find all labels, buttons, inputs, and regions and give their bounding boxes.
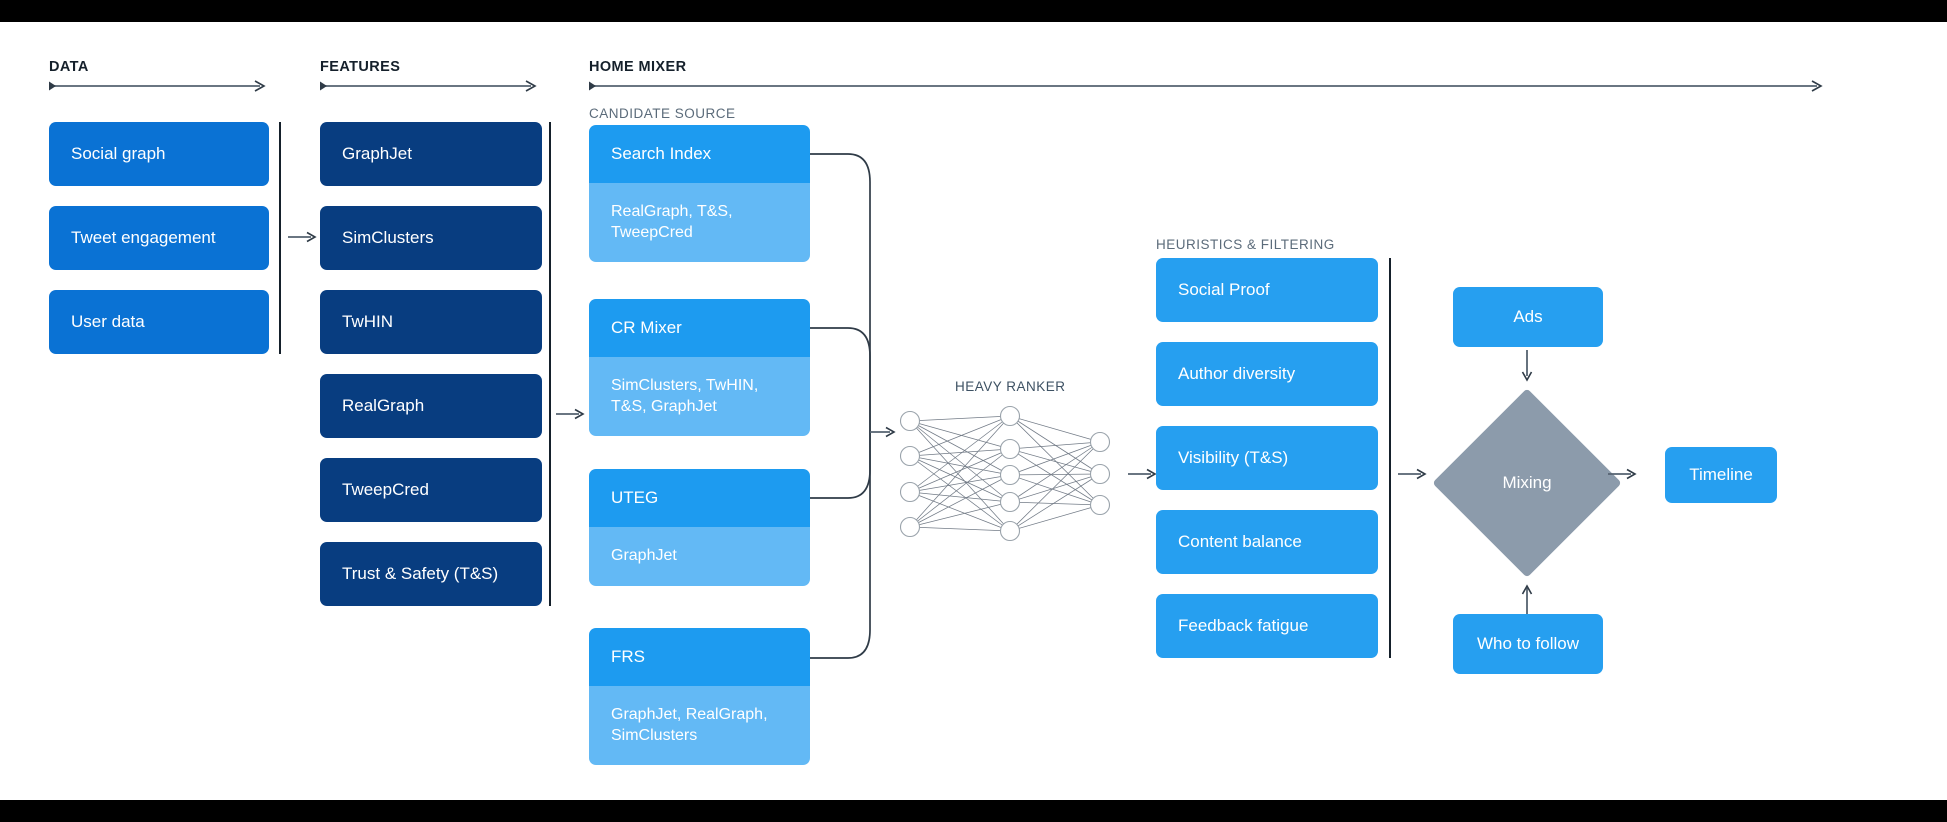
heuristic-box-social-proof[interactable]: Social Proof (1156, 258, 1378, 322)
arrow-who-to-follow-to-mixing (1519, 582, 1535, 616)
candidate-source-card-frs[interactable]: FRS GraphJet, RealGraph, SimClusters (589, 628, 810, 765)
feature-box-twhin[interactable]: TwHIN (320, 290, 542, 354)
section-header-features: FEATURES (320, 59, 401, 75)
heuristic-box-author-diversity[interactable]: Author diversity (1156, 342, 1378, 406)
heuristic-box-feedback-fatigue[interactable]: Feedback fatigue (1156, 594, 1378, 658)
heuristic-box-visibility[interactable]: Visibility (T&S) (1156, 426, 1378, 490)
letterbox-bottom (0, 800, 1947, 822)
arrow-heavy-ranker-to-heuristics (1128, 467, 1160, 481)
data-box-label: Social graph (71, 143, 166, 163)
candidate-source-card-cr-mixer[interactable]: CR Mixer SimClusters, TwHIN, T&S, GraphJ… (589, 299, 810, 436)
arrow-data-to-features (288, 230, 320, 244)
mixing-label: Mixing (1502, 473, 1552, 492)
output-box-label: Ads (1513, 306, 1543, 326)
arrow-heuristics-to-mixing (1398, 467, 1430, 481)
feature-box-label: SimClusters (342, 227, 434, 247)
feature-box-graphjet[interactable]: GraphJet (320, 122, 542, 186)
candidate-source-features: RealGraph, T&S, TweepCred (589, 183, 810, 262)
heuristic-box-label: Feedback fatigue (1178, 615, 1309, 635)
candidate-source-title: FRS (589, 628, 810, 686)
feature-box-trust-and-safety[interactable]: Trust & Safety (T&S) (320, 542, 542, 606)
candidate-source-card-uteg[interactable]: UTEG GraphJet (589, 469, 810, 586)
heavy-ranker-network (898, 404, 1123, 544)
data-box-user-data[interactable]: User data (49, 290, 269, 354)
candidate-source-features: SimClusters, TwHIN, T&S, GraphJet (589, 357, 810, 436)
output-box-label: Who to follow (1476, 633, 1580, 653)
output-box-who-to-follow[interactable]: Who to follow (1453, 614, 1603, 674)
arrow-mixing-to-timeline (1608, 467, 1640, 481)
output-box-ads[interactable]: Ads (1453, 287, 1603, 347)
candidate-source-title: CR Mixer (589, 299, 810, 357)
candidate-source-features: GraphJet, RealGraph, SimClusters (589, 686, 810, 765)
heuristic-box-label: Content balance (1178, 531, 1302, 551)
candidate-source-card-search-index[interactable]: Search Index RealGraph, T&S, TweepCred (589, 125, 810, 262)
divider-heuristics-mixing (1389, 258, 1391, 658)
arrow-features-to-candidate-source (556, 407, 588, 421)
subsection-header-candidate-source: CANDIDATE SOURCE (589, 106, 736, 121)
candidate-source-title: UTEG (589, 469, 810, 527)
connector-candidate-sources-to-heavy-ranker (810, 142, 900, 752)
subsection-header-heuristics-filtering: HEURISTICS & FILTERING (1156, 237, 1335, 252)
feature-box-label: RealGraph (342, 395, 425, 415)
candidate-source-features: GraphJet (589, 527, 810, 586)
output-box-timeline[interactable]: Timeline (1665, 447, 1777, 503)
subsection-header-heavy-ranker: HEAVY RANKER (955, 379, 1066, 394)
section-axis-features (320, 80, 543, 92)
feature-box-label: GraphJet (342, 143, 412, 163)
data-box-label: Tweet engagement (71, 227, 216, 247)
output-box-label: Timeline (1689, 464, 1753, 484)
section-axis-data (49, 80, 272, 92)
feature-box-tweepcred[interactable]: TweepCred (320, 458, 542, 522)
candidate-source-title: Search Index (589, 125, 810, 183)
divider-features-home-mixer (549, 122, 551, 606)
feature-box-label: TweepCred (342, 479, 429, 499)
divider-data-features (279, 122, 281, 354)
feature-box-realgraph[interactable]: RealGraph (320, 374, 542, 438)
section-header-data: DATA (49, 59, 89, 75)
letterbox-top (0, 0, 1947, 22)
section-axis-home-mixer (589, 80, 1829, 92)
feature-box-label: Trust & Safety (T&S) (342, 563, 499, 583)
arrow-ads-to-mixing (1519, 350, 1535, 384)
feature-box-simclusters[interactable]: SimClusters (320, 206, 542, 270)
heuristic-box-label: Social Proof (1178, 279, 1270, 299)
heuristic-box-label: Visibility (T&S) (1178, 447, 1289, 467)
diagram-canvas: DATA FEATURES HOME MIXER CANDIDATE SOURC… (0, 22, 1947, 800)
feature-box-label: TwHIN (342, 311, 393, 331)
section-header-home-mixer: HOME MIXER (589, 59, 687, 75)
data-box-tweet-engagement[interactable]: Tweet engagement (49, 206, 269, 270)
heuristic-box-label: Author diversity (1178, 363, 1296, 383)
data-box-label: User data (71, 311, 145, 331)
data-box-social-graph[interactable]: Social graph (49, 122, 269, 186)
heuristic-box-content-balance[interactable]: Content balance (1156, 510, 1378, 574)
